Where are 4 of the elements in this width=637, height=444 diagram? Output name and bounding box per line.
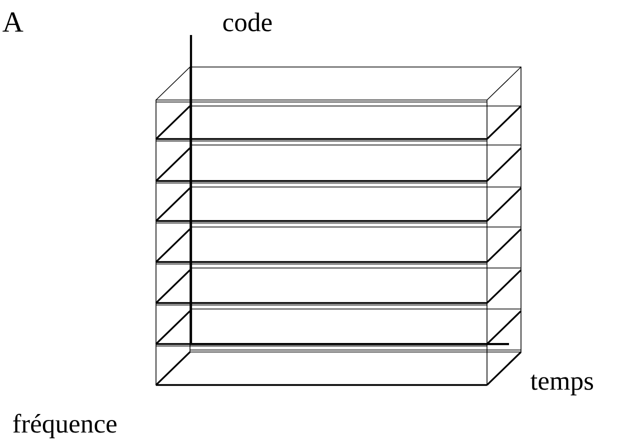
axis-label: fréquence <box>13 414 116 438</box>
axis-label: code <box>223 12 272 32</box>
axis-label: temps <box>530 374 593 396</box>
panel-letter: A <box>2 12 24 32</box>
